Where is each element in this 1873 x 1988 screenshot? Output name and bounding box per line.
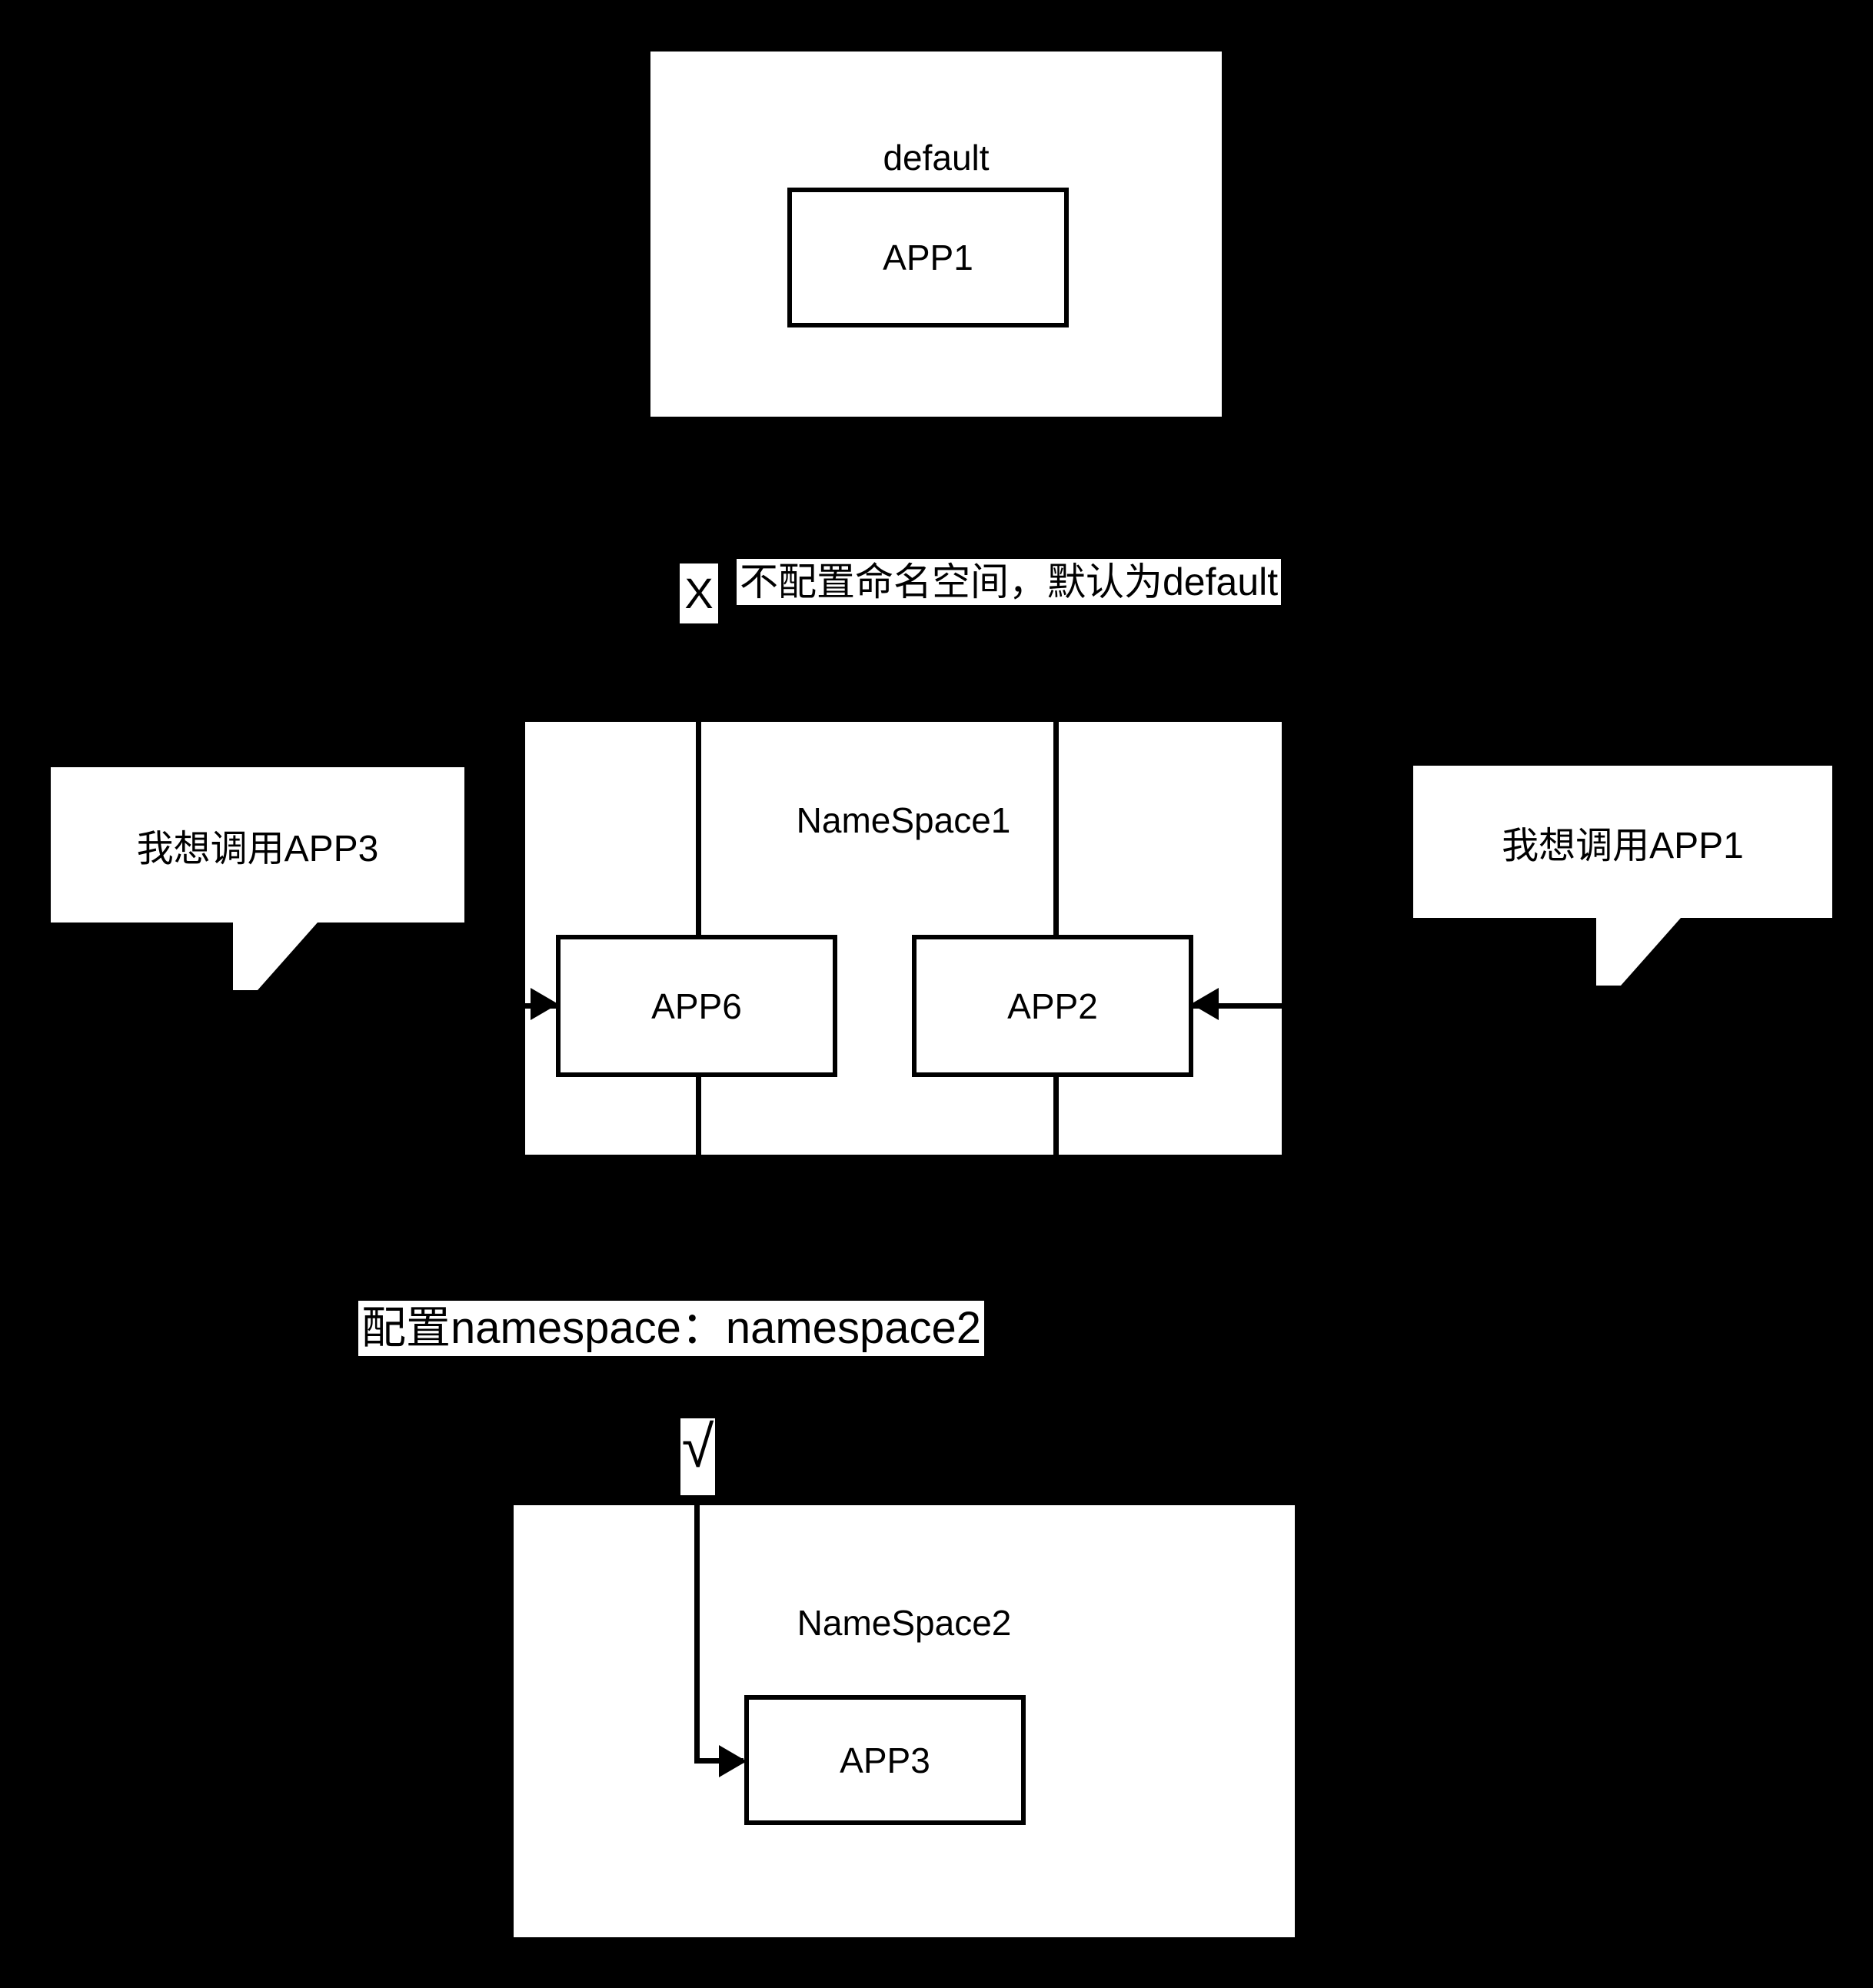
annotation-text-configured-namespace: 配置namespace：namespace2 (358, 1301, 984, 1356)
speech-bubble-left-tail (233, 923, 318, 990)
annotation-mark-cross: X (680, 563, 718, 623)
arrow-head-to-app6 (531, 988, 558, 1020)
app-label-app3: APP3 (840, 1740, 930, 1780)
speech-bubble-right: 我想调用APP1 (1413, 766, 1832, 986)
app-box-app2[interactable]: APP2 (912, 935, 1193, 1077)
annotation-label-configured-namespace: 配置namespace：namespace2 (361, 1303, 981, 1353)
app-box-app3[interactable]: APP3 (744, 1695, 1026, 1825)
speech-bubble-left-body: 我想调用APP3 (51, 767, 464, 923)
arrow-head-to-app2 (1191, 988, 1219, 1020)
check-mark-icon: √ (681, 1415, 714, 1480)
app-label-app2: APP2 (1007, 986, 1098, 1026)
namespace-label-namespace2: NameSpace2 (797, 1603, 1012, 1643)
app-label-app1: APP1 (883, 238, 973, 278)
app-box-app6[interactable]: APP6 (556, 935, 837, 1077)
speech-bubble-right-tail (1596, 918, 1681, 986)
annotation-label-no-namespace: 不配置命名空间，默认为default (740, 560, 1279, 603)
connector-line-check-horizontal (694, 1758, 744, 1764)
speech-bubble-right-label: 我想调用APP1 (1502, 826, 1744, 866)
connector-line-check-vertical (694, 1484, 700, 1760)
app-box-app1[interactable]: APP1 (787, 188, 1069, 327)
connector-line-to-app2 (1193, 1003, 1282, 1009)
app-label-app6: APP6 (651, 986, 742, 1026)
annotation-mark-check: √ (680, 1418, 715, 1495)
annotation-text-no-namespace: 不配置命名空间，默认为default (737, 559, 1282, 605)
namespace-label-default: default (883, 138, 990, 178)
namespace-label-namespace1: NameSpace1 (796, 800, 1011, 840)
speech-bubble-left: 我想调用APP3 (51, 767, 464, 990)
cross-mark-icon: X (684, 569, 714, 617)
speech-bubble-right-body: 我想调用APP1 (1413, 766, 1832, 918)
speech-bubble-left-label: 我想调用APP3 (136, 829, 379, 869)
